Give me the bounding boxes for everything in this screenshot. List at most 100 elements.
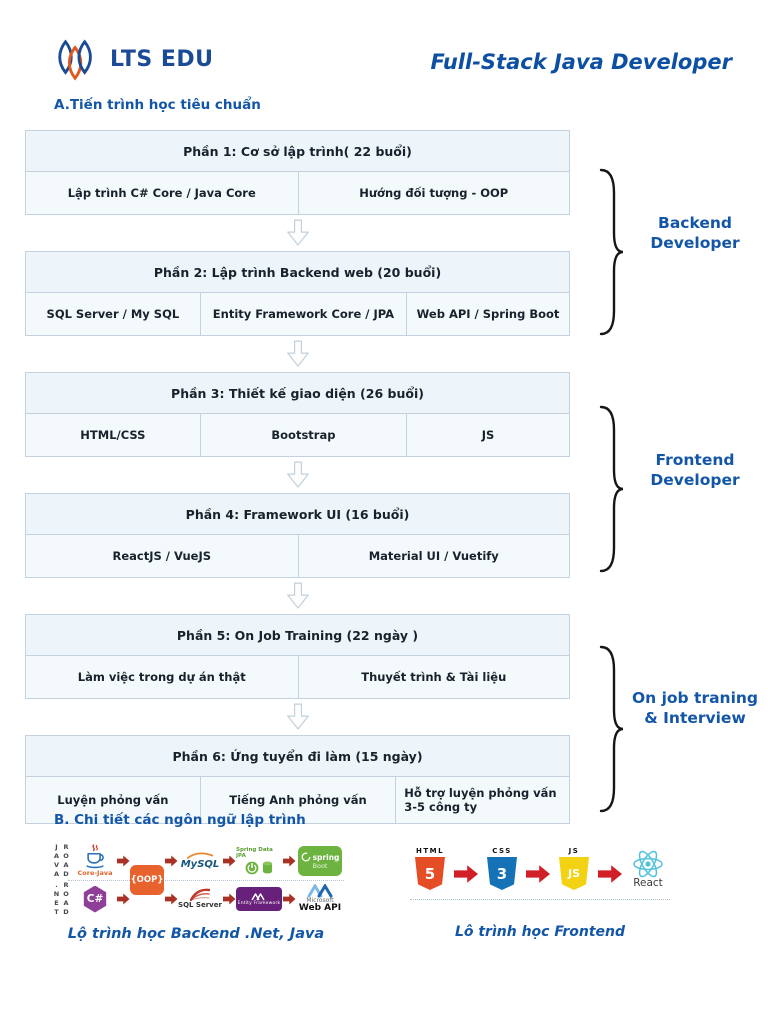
phase-5: Phần 5: On Job Training (22 ngày ) Làm v…	[25, 614, 570, 699]
react-label: React	[633, 876, 663, 889]
spring-word: spring	[312, 852, 340, 862]
mysql-node: MySQL	[180, 852, 220, 870]
phase-5-cells: Làm việc trong dự án thật Thuyết trình &…	[26, 656, 569, 698]
html5-node: HTML 5	[415, 847, 445, 890]
phase-4-cell: ReactJS / VueJS	[112, 549, 212, 563]
phase-1: Phần 1: Cơ sở lập trình( 22 buổi) Lập tr…	[25, 130, 570, 215]
group-label-line: On job traning	[631, 689, 759, 707]
phase-1-cell: Hướng đối tượng - OOP	[297, 172, 570, 214]
js-shield-icon: JS	[559, 857, 589, 890]
css3-shield-icon: 3	[487, 857, 517, 890]
down-arrow-icon	[286, 703, 309, 730]
spring-swirl-icon	[301, 852, 311, 862]
phase-3-cells: HTML/CSS Bootstrap JS	[26, 414, 569, 456]
road-letters: ROAD	[62, 843, 70, 879]
js-node: JS JS	[559, 847, 589, 890]
phase-3: Phần 3: Thiết kế giao diện (26 buổi) HTM…	[25, 372, 570, 457]
road-letters: ROAD	[62, 881, 70, 917]
phase-1-cells: Lập trình C# Core / Java Core Hướng đối …	[26, 172, 569, 214]
right-arrow-icon	[116, 855, 130, 867]
phase-6-title: Phần 6: Ứng tuyển đi làm (15 ngày)	[26, 736, 569, 777]
phase-6-cell: Tiếng Anh phỏng vấn	[199, 777, 395, 823]
right-arrow-icon	[598, 865, 622, 883]
react-icon	[633, 850, 663, 877]
dotnet-nv-icon	[251, 892, 265, 900]
group-label-line: & Interview	[644, 709, 746, 728]
frontend-roadmap-caption: Lô trình học Frontend	[454, 924, 626, 940]
road-letters: JAVA	[52, 843, 61, 879]
phase-3-cell: JS	[406, 414, 569, 456]
phase-4-cell: Material UI / Vuetify	[297, 535, 570, 577]
right-arrow-icon	[282, 855, 296, 867]
group-label-line: Backend	[658, 214, 732, 232]
brace-icon	[599, 168, 624, 336]
boot-word: Boot	[312, 862, 328, 870]
database-icon	[263, 861, 272, 874]
section-b-heading: B. Chi tiết các ngôn ngữ lập trình	[54, 812, 306, 828]
java-road-label: JAVA ROAD	[52, 843, 71, 879]
curriculum-flow: Phần 1: Cơ sở lập trình( 22 buổi) Lập tr…	[25, 130, 570, 824]
phase-2-cell: Web API / Spring Boot	[406, 293, 569, 335]
down-arrow-icon	[286, 340, 309, 367]
css-label: CSS	[492, 847, 512, 855]
right-arrow-icon	[222, 893, 236, 905]
web-api-label: Web API	[298, 903, 342, 914]
core-java-label: Core-Java	[77, 869, 113, 878]
phase-4-cells: ReactJS / VueJS Material UI / Vuetify	[26, 535, 569, 577]
html5-shield-icon: 5	[415, 857, 445, 890]
phase-3-cell: Bootstrap	[199, 414, 406, 456]
mysql-dolphin-icon	[186, 852, 214, 859]
brace-icon	[599, 405, 624, 573]
entity-framework-label: Entity Framework	[237, 900, 281, 906]
oop-badge: {OOP}	[130, 865, 164, 895]
phase-2: Phần 2: Lập trình Backend web (20 buổi) …	[25, 251, 570, 336]
group-label-line: Developer	[650, 234, 740, 253]
brand: LTS EDU	[54, 36, 214, 82]
phase-6-cell: Luyện phỏng vấn	[57, 793, 169, 807]
phase-6: Phần 6: Ứng tuyển đi làm (15 ngày) Luyện…	[25, 735, 570, 824]
down-arrow-icon	[286, 461, 309, 488]
microsoft-label: Microsoft	[306, 896, 334, 904]
brace-icon	[599, 645, 624, 813]
sql-server-label: SQL Server	[178, 901, 222, 910]
spring-power-icon	[245, 861, 259, 874]
backend-roadmap: JAVA ROAD Core-Java {OOP} MySQL Spring D…	[48, 842, 344, 918]
phase-4: Phần 4: Framework UI (16 buổi) ReactJS /…	[25, 493, 570, 578]
phase-3-cell: HTML/CSS	[80, 428, 146, 442]
phase-1-title: Phần 1: Cơ sở lập trình( 22 buổi)	[26, 131, 569, 172]
group-label-backend: Backend Developer	[620, 213, 768, 253]
lts-logo-icon	[58, 39, 92, 81]
phase-2-cells: SQL Server / My SQL Entity Framework Cor…	[26, 293, 569, 335]
web-api-icon	[307, 883, 333, 898]
html-label: HTML	[415, 847, 445, 855]
core-java-node: Core-Java	[77, 844, 113, 878]
right-arrow-icon	[116, 893, 130, 905]
group-label-onjob: On job traning & Interview	[620, 688, 768, 728]
phase-1-cell: Lập trình C# Core / Java Core	[67, 186, 256, 200]
spring-data-jpa-icons	[245, 860, 273, 875]
group-label-frontend: Frontend Developer	[620, 450, 768, 490]
sql-server-node: SQL Server	[178, 888, 222, 910]
web-api-node: Microsoft Web API	[298, 883, 342, 914]
right-arrow-icon	[454, 865, 478, 883]
phase-6-cell: Hỗ trợ luyện phỏng vấn 3-5 công ty	[395, 777, 569, 823]
right-arrow-icon	[282, 893, 296, 905]
phase-4-title: Phần 4: Framework UI (16 buổi)	[26, 494, 569, 535]
entity-framework-badge: Entity Framework	[236, 887, 282, 911]
phase-2-cell: Entity Framework Core / JPA	[199, 293, 406, 335]
spring-data-jpa-node: Spring Data JPA	[236, 847, 282, 875]
flow-down-arrow	[25, 578, 570, 614]
react-node: React	[631, 849, 665, 889]
right-arrow-icon	[222, 855, 236, 867]
phase-2-cell: SQL Server / My SQL	[46, 307, 180, 321]
mysql-label: MySQL	[180, 859, 220, 870]
phase-3-title: Phần 3: Thiết kế giao diện (26 buổi)	[26, 373, 569, 414]
down-arrow-icon	[286, 582, 309, 609]
phase-5-cell: Thuyết trình & Tài liệu	[297, 656, 570, 698]
page-title: Full-Stack Java Developer	[430, 50, 732, 74]
flow-down-arrow	[25, 336, 570, 372]
phase-2-title: Phần 2: Lập trình Backend web (20 buổi)	[26, 252, 569, 293]
java-icon	[86, 844, 104, 869]
road-letters: .NET	[52, 881, 61, 917]
